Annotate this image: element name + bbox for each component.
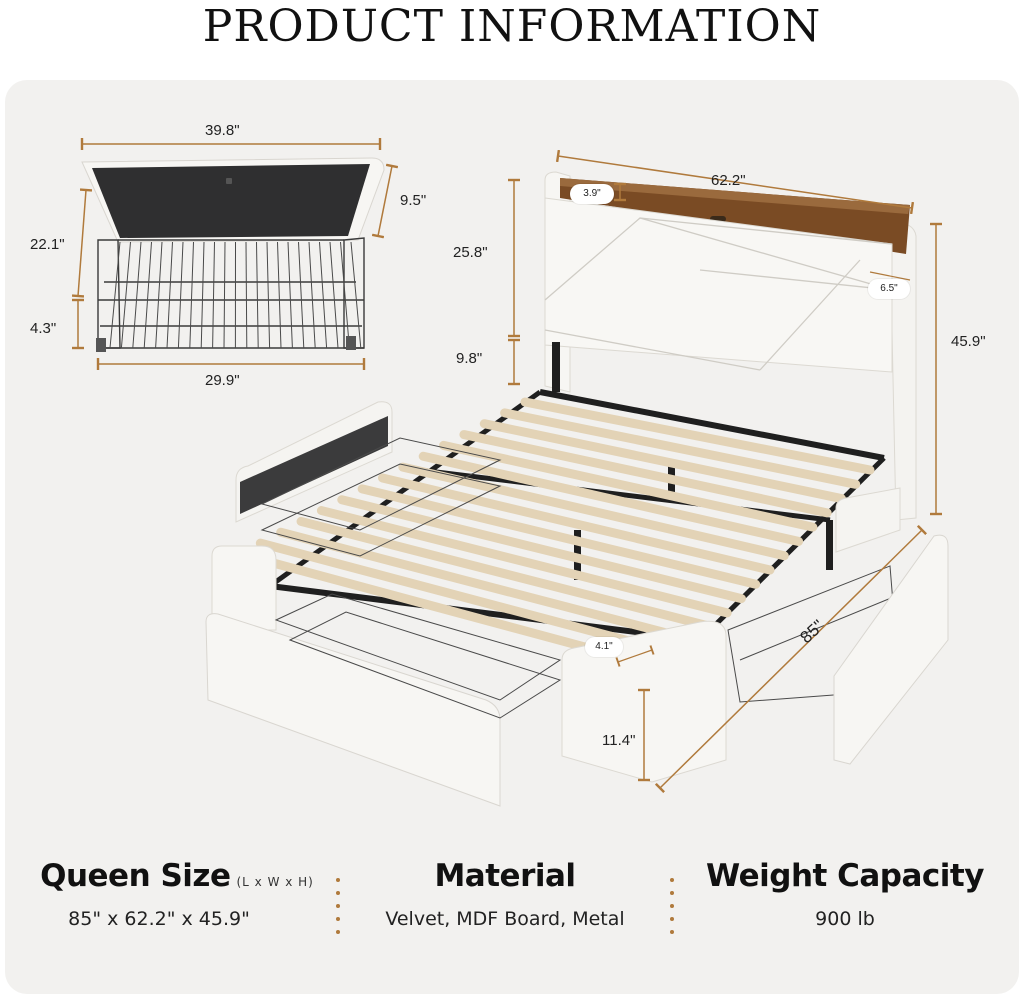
spec-size: Queen Size (L x W x H) 85" x 62.2" x 45.9… <box>18 858 336 930</box>
spec-size-title-row: Queen Size (L x W x H) <box>18 858 336 894</box>
slat <box>255 538 689 661</box>
slat <box>459 430 832 518</box>
spec-divider-right <box>669 878 675 943</box>
drawer-depth-line <box>71 188 93 298</box>
wire <box>287 241 293 349</box>
wire <box>132 241 142 349</box>
wire <box>245 241 248 349</box>
spec-divider-left <box>335 878 341 943</box>
side-rail-height-label: 11.4" <box>602 732 636 749</box>
wire <box>277 241 282 349</box>
wire <box>308 241 316 349</box>
spec-capacity-title: Weight Capacity <box>706 858 984 894</box>
length-line <box>654 524 928 794</box>
wire <box>256 241 259 349</box>
spec-size-value: 85" x 62.2" x 45.9" <box>68 908 250 930</box>
spec-size-title: Queen Size <box>40 858 231 894</box>
drawer-front-height-label: 9.5" <box>400 192 427 209</box>
headboard-clearance-label: 9.8" <box>456 350 483 367</box>
wire <box>298 241 305 349</box>
slat <box>500 408 861 489</box>
wire <box>223 241 226 349</box>
slat-width-line <box>615 645 655 667</box>
wire <box>189 241 194 349</box>
wire <box>177 241 184 349</box>
slat <box>296 516 718 632</box>
wing-depth-label: 6.5" <box>868 279 910 299</box>
wire <box>155 241 163 349</box>
wire <box>109 241 121 349</box>
slat <box>276 527 704 646</box>
spec-material-value: Velvet, MDF Board, Metal <box>385 908 625 930</box>
spec-capacity-value: 900 lb <box>815 908 875 930</box>
wire <box>166 241 173 349</box>
slat <box>439 440 818 532</box>
wire <box>350 241 362 349</box>
spec-capacity: Weight Capacity 900 lb <box>684 858 1006 930</box>
drawer-wire-grid <box>109 241 362 349</box>
headboard-width-label: 62.2" <box>711 172 746 189</box>
wire <box>143 241 152 349</box>
wire <box>340 241 350 349</box>
total-height-label: 45.9" <box>951 333 986 350</box>
spec-material-title: Material <box>434 858 576 894</box>
wire <box>200 241 205 349</box>
wire <box>212 241 215 349</box>
spec-material: Material Velvet, MDF Board, Metal <box>350 858 660 930</box>
drawer-depth-label: 22.1" <box>30 236 65 253</box>
wire <box>329 241 339 349</box>
drawer-top-width-label: 39.8" <box>205 122 240 139</box>
bed-illustration <box>205 149 949 807</box>
headboard-width-line <box>555 149 915 215</box>
slat <box>520 397 875 475</box>
headboard-panel-height-label: 25.8" <box>453 244 488 261</box>
wing-depth-line <box>869 271 911 281</box>
wire <box>266 241 271 349</box>
slat-width-label: 4.1" <box>585 637 623 657</box>
wire <box>319 241 328 349</box>
drawer-leg-label: 4.3" <box>30 320 57 337</box>
drawer-front-height-line <box>371 163 399 239</box>
slat <box>479 419 846 504</box>
wire <box>120 241 131 349</box>
shelf-depth-label: 3.9" <box>570 184 614 204</box>
spec-size-subtitle: (L x W x H) <box>236 875 314 889</box>
drawer-bottom-width-label: 29.9" <box>205 372 240 389</box>
drawer-illustration <box>71 138 399 370</box>
page-title: PRODUCT INFORMATION <box>202 1 822 52</box>
